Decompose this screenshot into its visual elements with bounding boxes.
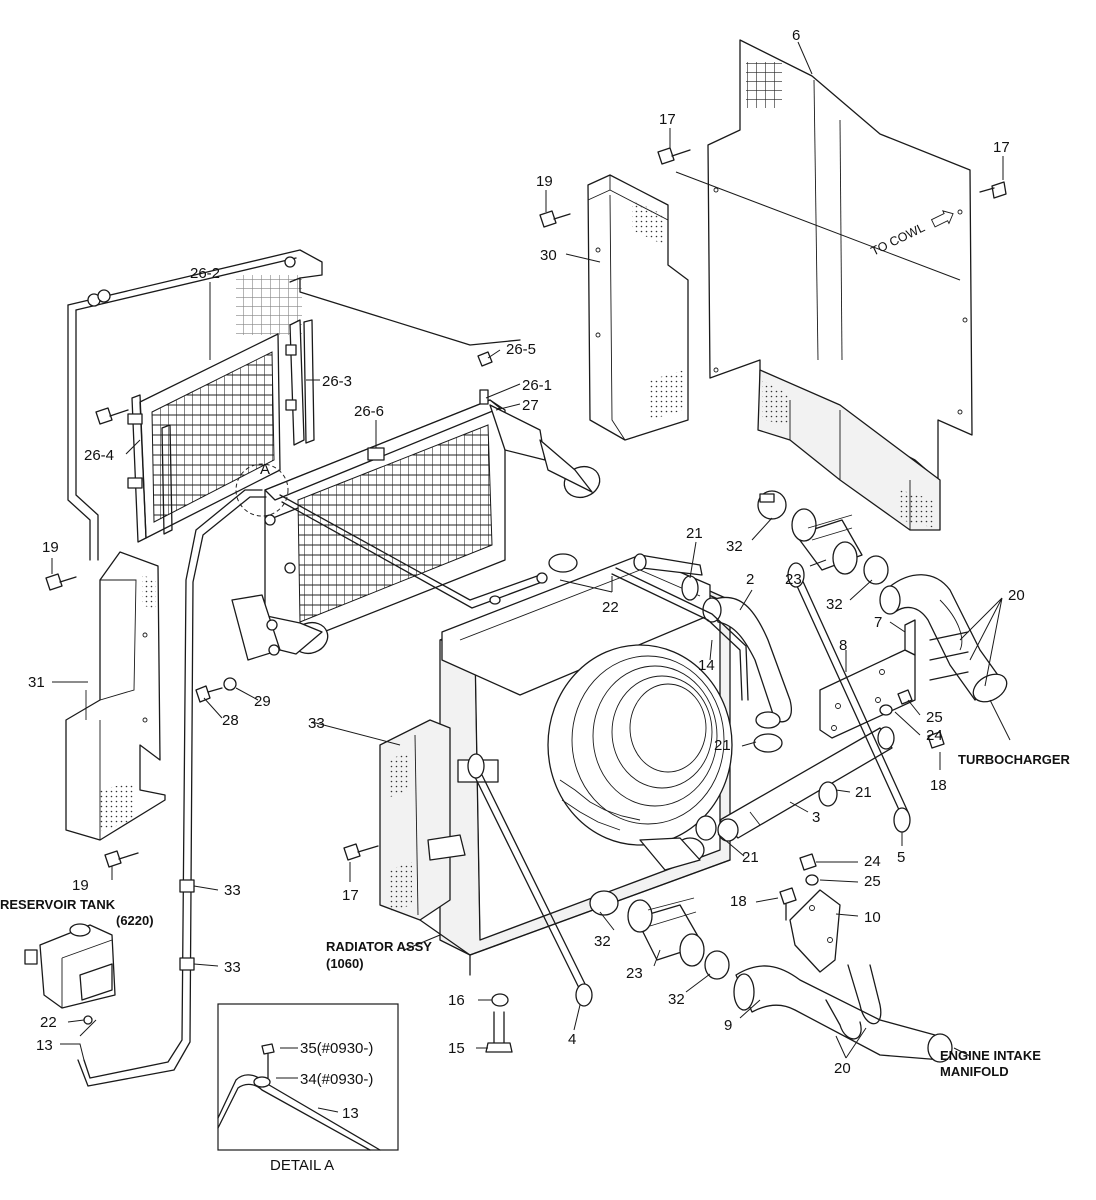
radiator-assy-label: RADIATOR ASSY	[326, 939, 432, 954]
bracket-10	[789, 889, 841, 973]
callout-32: 32	[826, 596, 843, 613]
hose-2	[702, 596, 792, 729]
callout-34: 34(#0930-)	[300, 1071, 373, 1088]
hardware-fasteners	[45, 147, 1007, 1053]
reservoir-tank	[24, 923, 116, 1009]
bracket-26-3	[285, 319, 315, 446]
detail-a-circle	[235, 463, 289, 517]
detail-a-title: DETAIL A	[270, 1157, 334, 1174]
callout-3: 3	[812, 809, 820, 826]
pipe-3	[717, 726, 895, 842]
duct-30	[587, 174, 689, 441]
callout-19: 19	[72, 877, 89, 894]
callout-17: 17	[659, 111, 676, 128]
callout-10: 10	[864, 909, 881, 926]
callout-23: 23	[626, 965, 643, 982]
pipe-14	[611, 553, 749, 701]
callout-18: 18	[930, 777, 947, 794]
callout-8: 8	[839, 637, 847, 654]
callout-6: 6	[792, 27, 800, 44]
callout-30: 30	[540, 247, 557, 264]
bracket-8	[819, 619, 916, 739]
duct-31	[65, 551, 166, 841]
engine-intake-label-line2: MANIFOLD	[940, 1064, 1009, 1079]
callout-16: 16	[448, 992, 465, 1009]
callout-22: 22	[40, 1014, 57, 1031]
callout-15: 15	[448, 1040, 465, 1057]
callout-26-3: 26-3	[322, 373, 352, 390]
callout-24: 24	[864, 853, 881, 870]
callout-17: 17	[993, 139, 1010, 156]
callout-19: 19	[42, 539, 59, 556]
callout-21: 21	[686, 525, 703, 542]
turbocharger-label: TURBOCHARGER	[958, 752, 1071, 767]
callout-24: 24	[926, 727, 943, 744]
callout-23: 23	[785, 571, 802, 588]
callout-20: 20	[834, 1060, 851, 1077]
assembly-labels: TURBOCHARGER RESERVOIR TANK (6220) RADIA…	[0, 752, 1071, 1174]
hose-23-upper	[791, 508, 863, 575]
callout-19: 19	[536, 173, 553, 190]
callout-26-4: 26-4	[84, 447, 114, 464]
callout-26-6: 26-6	[354, 403, 384, 420]
callout-32: 32	[668, 991, 685, 1008]
callout-5: 5	[897, 849, 905, 866]
callout-labels: 6 17 17 19 30 26-2 26-5 26-3 26-1 27 26-…	[28, 27, 1025, 1122]
hose-13	[77, 489, 548, 1087]
callout-9: 9	[724, 1017, 732, 1034]
hose-23-lower	[627, 897, 705, 967]
screen-26-2	[127, 333, 281, 543]
callout-17: 17	[342, 887, 359, 904]
callout-26-2: 26-2	[190, 265, 220, 282]
callout-33: 33	[224, 959, 241, 976]
engine-intake-label: ENGINE INTAKE	[940, 1048, 1041, 1063]
callout-20: 20	[1008, 587, 1025, 604]
callout-13: 13	[342, 1105, 359, 1122]
callout-4: 4	[568, 1031, 576, 1048]
callout-2: 2	[746, 571, 754, 588]
pipe-9	[733, 965, 953, 1063]
rod-4	[467, 753, 593, 1007]
callout-26-5: 26-5	[506, 341, 536, 358]
reservoir-tank-number: (6220)	[116, 913, 154, 928]
detail-a-box	[217, 1003, 399, 1151]
callout-7: 7	[874, 614, 882, 631]
callout-31: 31	[28, 674, 45, 691]
clips-33	[179, 879, 195, 971]
callout-26-1: 26-1	[522, 377, 552, 394]
callout-14: 14	[698, 657, 715, 674]
callout-35: 35(#0930-)	[300, 1040, 373, 1057]
callout-13: 13	[36, 1037, 53, 1054]
callout-28: 28	[222, 712, 239, 729]
callout-21: 21	[855, 784, 872, 801]
callout-21: 21	[742, 849, 759, 866]
callout-25: 25	[864, 873, 881, 890]
callout-33: 33	[224, 882, 241, 899]
reservoir-tank-label: RESERVOIR TANK	[0, 897, 116, 912]
callout-29: 29	[254, 693, 271, 710]
cover-panel-6: TO COWL	[707, 39, 973, 531]
radiator-assy-number: (1060)	[326, 956, 364, 971]
callout-18: 18	[730, 893, 747, 910]
callout-33: 33	[308, 715, 325, 732]
callout-a: A	[260, 461, 270, 478]
callout-21: 21	[714, 737, 731, 754]
callout-25: 25	[926, 709, 943, 726]
callout-22: 22	[602, 599, 619, 616]
callout-27: 27	[522, 397, 539, 414]
callout-32: 32	[594, 933, 611, 950]
clamps-32	[589, 490, 889, 980]
aftercooler-26-1	[231, 389, 601, 661]
callout-32: 32	[726, 538, 743, 555]
fan-shroud	[547, 644, 733, 846]
u-bolts-20	[825, 631, 969, 1040]
radiator-assy-1060	[379, 553, 733, 976]
leader-lines	[51, 41, 1011, 1061]
